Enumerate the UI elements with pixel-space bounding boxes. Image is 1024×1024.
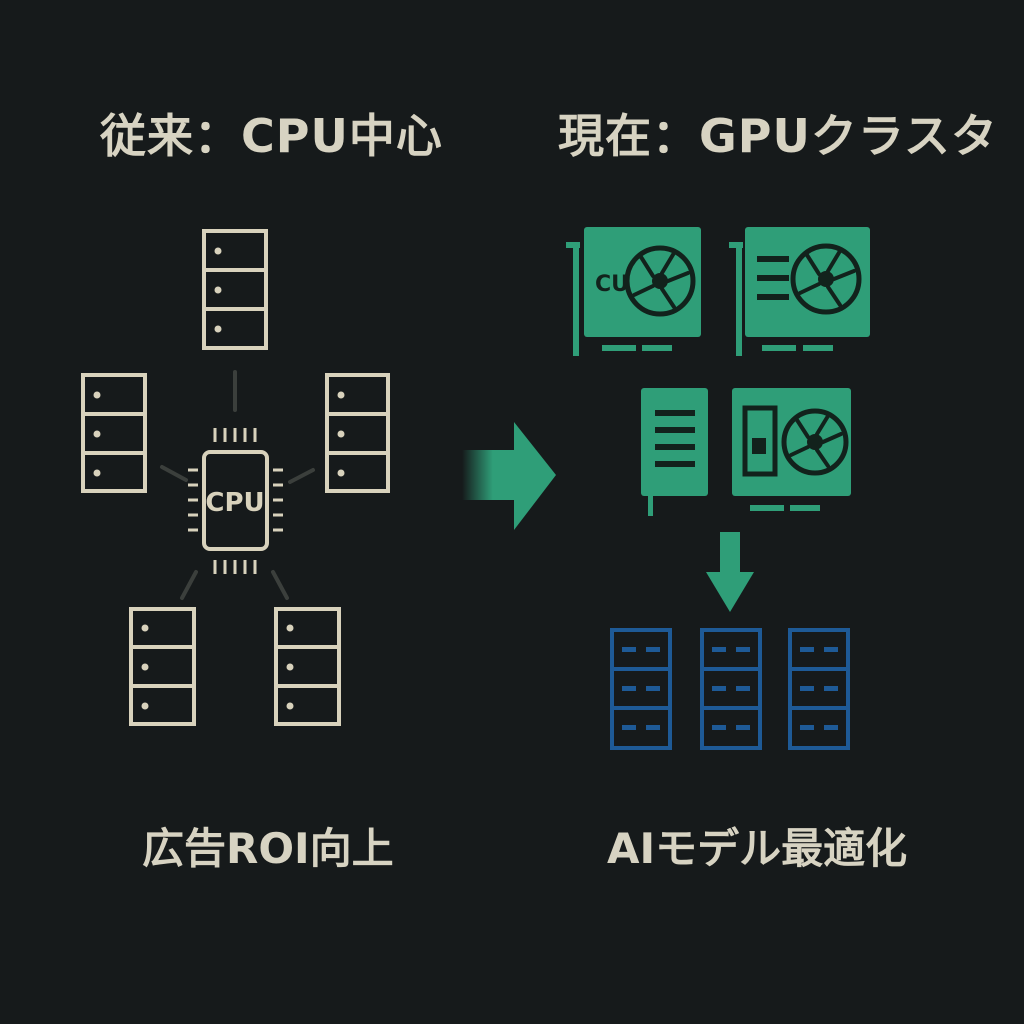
cpu-cluster: CPU	[81, 229, 390, 726]
server-icon	[202, 229, 268, 350]
vent-lines	[655, 410, 695, 467]
fan-icon	[790, 243, 862, 315]
right-caption: AIモデル最適化	[607, 824, 908, 873]
left-caption: 広告ROI向上	[142, 824, 394, 873]
gpu-card-icon: CU	[566, 227, 701, 356]
gpu-label: CU	[595, 272, 629, 297]
right-title: 現在：GPUクラスタ	[558, 109, 998, 163]
vent-lines	[757, 256, 789, 300]
gpu-card-icon	[729, 227, 870, 356]
cpu-chip-icon: CPU	[188, 428, 283, 574]
gpu-cluster: CU	[566, 227, 870, 750]
gpu-card-icon	[732, 388, 851, 511]
arrow-down-icon	[706, 532, 754, 612]
server-icon	[325, 373, 390, 493]
cpu-label: CPU	[205, 488, 264, 518]
server-icon	[129, 607, 196, 726]
server-rack-icon	[610, 628, 672, 750]
left-title: 従来：CPU中心	[100, 109, 443, 163]
gpu-card-icon	[641, 388, 708, 516]
fan-icon	[624, 245, 696, 317]
arrow-right-icon	[462, 422, 556, 530]
server-rack-icon	[788, 628, 850, 750]
server-icon	[274, 607, 341, 726]
fan-icon	[781, 408, 849, 476]
server-icon	[81, 373, 147, 493]
server-rack-icon	[700, 628, 762, 750]
connector-lines	[160, 370, 315, 600]
